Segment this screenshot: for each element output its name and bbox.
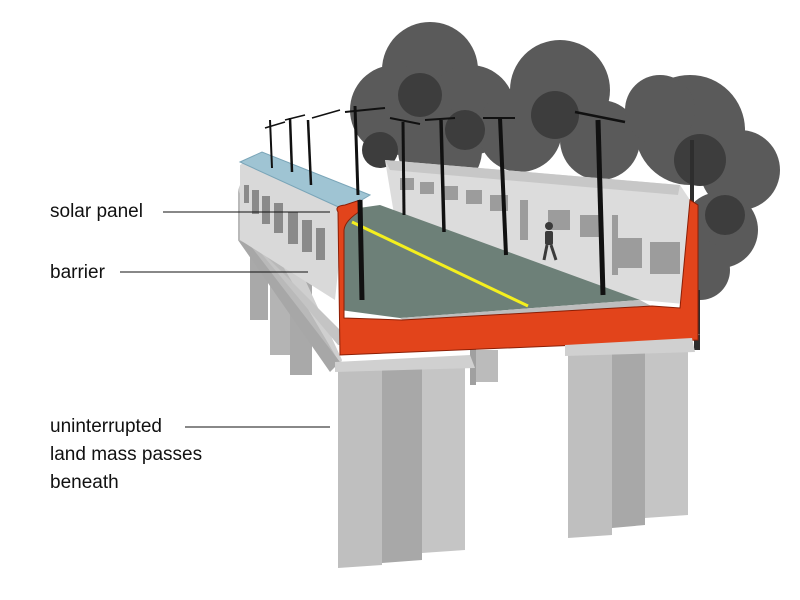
far-wall xyxy=(385,160,695,305)
lamp-posts xyxy=(264,105,626,301)
land-mass-label-line-3: beneath xyxy=(50,472,119,493)
land-mass-label-line-1: uninterrupted xyxy=(50,416,162,437)
front-piers xyxy=(335,338,695,568)
road-center-line xyxy=(351,220,529,308)
solar-panel-label: solar panel xyxy=(50,201,143,222)
land-mass-label-line-2: land mass passes xyxy=(50,444,203,465)
land-mass-label: uninterrupted land mass passes beneath xyxy=(50,413,202,497)
deck-section-cut xyxy=(336,199,699,356)
road-surface xyxy=(340,205,640,318)
barrier-label: barrier xyxy=(50,262,105,283)
pedestrian-figure xyxy=(542,222,558,261)
